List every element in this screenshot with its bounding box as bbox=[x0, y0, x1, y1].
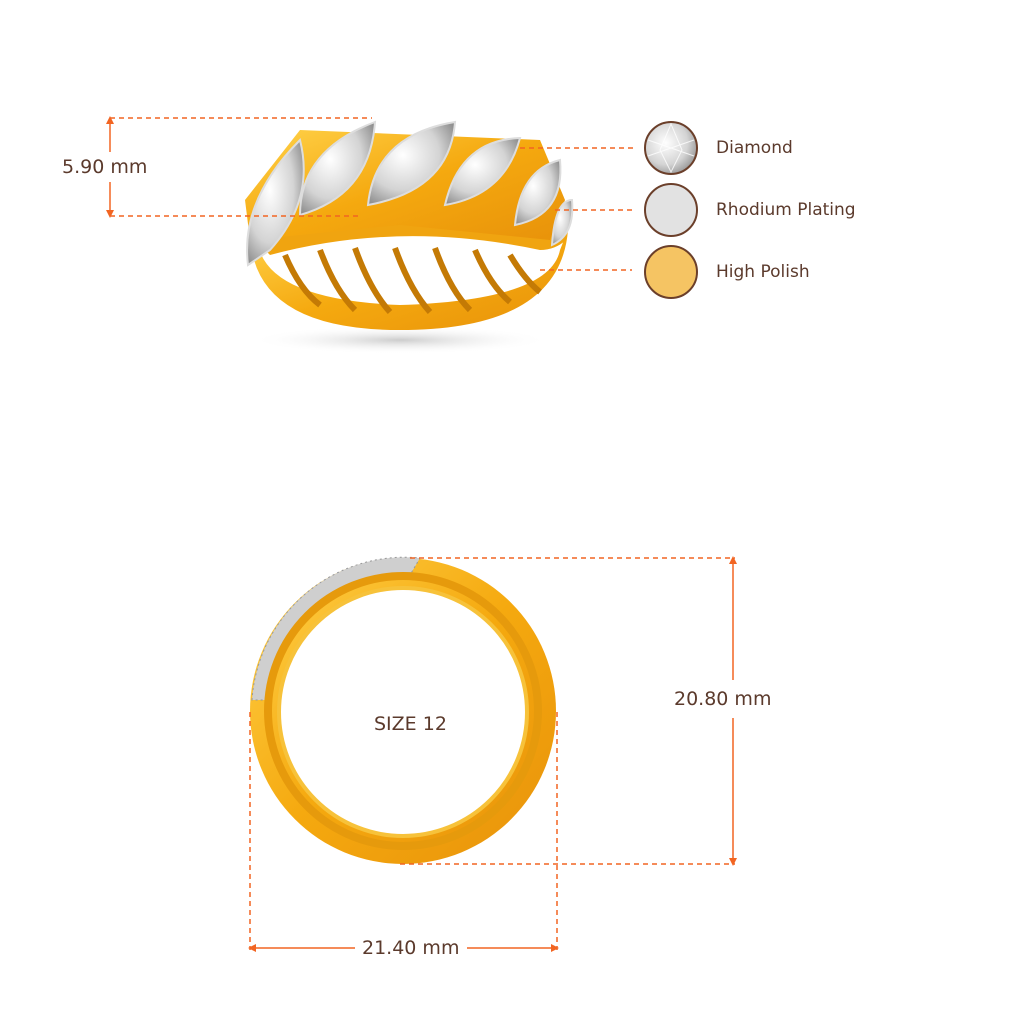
ring-front-view bbox=[250, 556, 556, 864]
outer-height-label: 20.80 mm bbox=[672, 687, 774, 711]
gold-swatch-icon bbox=[644, 245, 698, 299]
ring-side-view bbox=[245, 120, 574, 354]
rhodium-swatch-icon bbox=[644, 183, 698, 237]
legend-diamond-label: Diamond bbox=[716, 138, 793, 158]
arrow-heads bbox=[106, 116, 737, 952]
legend-high-polish-label: High Polish bbox=[716, 262, 810, 282]
ring-size-label: SIZE 12 bbox=[374, 713, 447, 735]
height-label: 5.90 mm bbox=[62, 155, 148, 179]
diamond-clusters bbox=[246, 120, 574, 267]
dimension-lines bbox=[109, 117, 735, 950]
outer-width-label: 21.40 mm bbox=[362, 936, 460, 960]
legend-rhodium-label: Rhodium Plating bbox=[716, 200, 856, 220]
